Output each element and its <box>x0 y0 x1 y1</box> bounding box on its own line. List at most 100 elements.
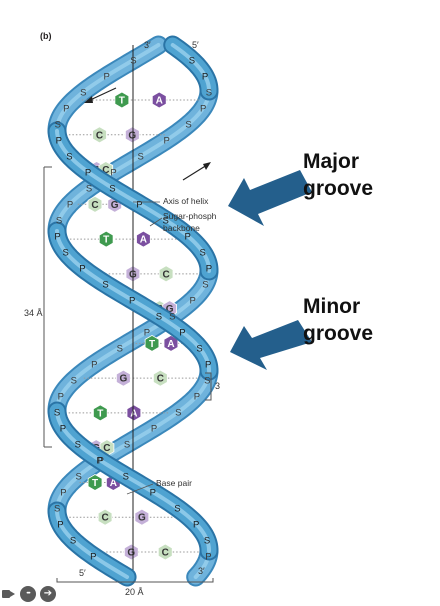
base-letter: C <box>102 165 109 176</box>
major-groove-label-line2: groove <box>303 177 374 200</box>
sugar-label: S <box>206 88 212 99</box>
sugar-label: S <box>174 504 180 515</box>
phosphate-label: P <box>194 392 200 403</box>
backbone-strand-2-highlight <box>55 129 211 273</box>
base-spacing-bracket <box>205 372 212 401</box>
base-t <box>98 230 114 248</box>
base-letter: G <box>166 304 174 315</box>
sugar-label: S <box>63 248 69 259</box>
base-letter: C <box>96 130 103 141</box>
pitch-bracket <box>43 166 52 448</box>
width-label: 20 Å <box>125 587 144 597</box>
width-bracket <box>56 578 214 583</box>
base-t <box>93 404 108 422</box>
strand-direction-arrow-left <box>84 87 117 103</box>
phosphate-label: P <box>63 104 69 115</box>
panel-label: (b) <box>40 31 52 41</box>
base-c <box>158 265 174 283</box>
base-a <box>151 91 167 109</box>
sugar-label: S <box>75 472 81 483</box>
pitch-label: 34 Å <box>24 308 43 318</box>
sugar-label: S <box>130 56 136 67</box>
sugar-label: S <box>185 120 191 131</box>
phosphate-label: P <box>58 392 64 403</box>
base-c <box>157 543 173 561</box>
strand-direction-arrow-right <box>182 162 211 181</box>
sugar-label: S <box>162 216 168 227</box>
sugar-label: S <box>109 184 115 195</box>
base-letter: G <box>128 130 136 141</box>
base-letter: C <box>103 443 110 454</box>
base-letter: C <box>162 269 169 280</box>
phosphate-label: P <box>60 424 66 435</box>
sugar-label: S <box>86 184 92 195</box>
phosphate-label: P <box>164 136 170 147</box>
base-letter: T <box>149 339 155 350</box>
phosphate-label: P <box>136 200 142 211</box>
sugar-label: S <box>200 248 206 259</box>
major-groove-arrow <box>228 170 312 226</box>
base-g <box>116 369 131 387</box>
sugar-label: S <box>71 376 77 387</box>
base-pair-leader-line <box>126 483 154 495</box>
base-g <box>124 543 139 561</box>
base-letter: G <box>127 548 135 559</box>
next-icon[interactable]: ➔ <box>40 586 56 602</box>
phosphate-label: P <box>91 360 97 371</box>
pip-icon[interactable] <box>2 588 16 600</box>
phosphate-label: P <box>144 328 150 339</box>
backbone-strand-1-highlight <box>55 89 211 233</box>
backbone-strand-2-fill <box>49 37 166 139</box>
phosphate-label: P <box>79 264 85 275</box>
phosphate-label: P <box>67 200 73 211</box>
sugar-label: S <box>80 88 86 99</box>
phosphate-label: P <box>205 552 211 563</box>
phosphate-label: P <box>97 456 103 467</box>
base-g <box>134 508 150 526</box>
base-letter: G <box>111 200 119 211</box>
phosphate-label: P <box>90 552 96 563</box>
phosphate-label: P <box>206 264 212 275</box>
phosphate-label: P <box>205 360 211 371</box>
base-g <box>125 126 140 144</box>
sugar-label: S <box>189 56 195 67</box>
phosphate-label: P <box>54 232 60 243</box>
phosphate-label: P <box>184 232 190 243</box>
minor-groove-label-line1: Minor <box>303 295 361 318</box>
base-letter: A <box>140 235 147 246</box>
backbone-ribbons-front <box>47 35 219 587</box>
base-c <box>152 369 168 387</box>
base-letter: C <box>162 548 169 559</box>
base-letter: C <box>157 374 164 385</box>
backbone-strand-1-highlight <box>55 369 211 513</box>
phosphate-label: P <box>189 296 195 307</box>
phosphate-label: P <box>150 488 156 499</box>
more-icon[interactable]: ••• <box>20 586 36 602</box>
base-letter: A <box>167 339 174 350</box>
sugar-label: S <box>137 152 143 163</box>
backbone-label-line1: Sugar-phosph <box>163 211 217 221</box>
sugar-label: S <box>123 472 129 483</box>
sugar-label: S <box>55 120 61 131</box>
sugar-label: S <box>204 536 210 547</box>
sugar-label: S <box>202 280 208 291</box>
phosphate-label: P <box>85 168 91 179</box>
base-letter: T <box>103 235 109 246</box>
base-letter: T <box>119 96 125 107</box>
phosphate-label: P <box>103 72 109 83</box>
minor-groove-label-line2: groove <box>303 322 374 345</box>
sugar-label: S <box>66 152 72 163</box>
top-end-left-label: 3′ <box>144 40 151 50</box>
base-letter: A <box>110 478 117 489</box>
base-t <box>87 474 103 491</box>
sugar-phosphate-labels: SPSPSPSPSPSPSPSPSPSPSPSPSPSPSPSPSPSPSPSP… <box>54 56 212 563</box>
base-a <box>126 404 142 422</box>
phosphate-label: P <box>202 72 208 83</box>
